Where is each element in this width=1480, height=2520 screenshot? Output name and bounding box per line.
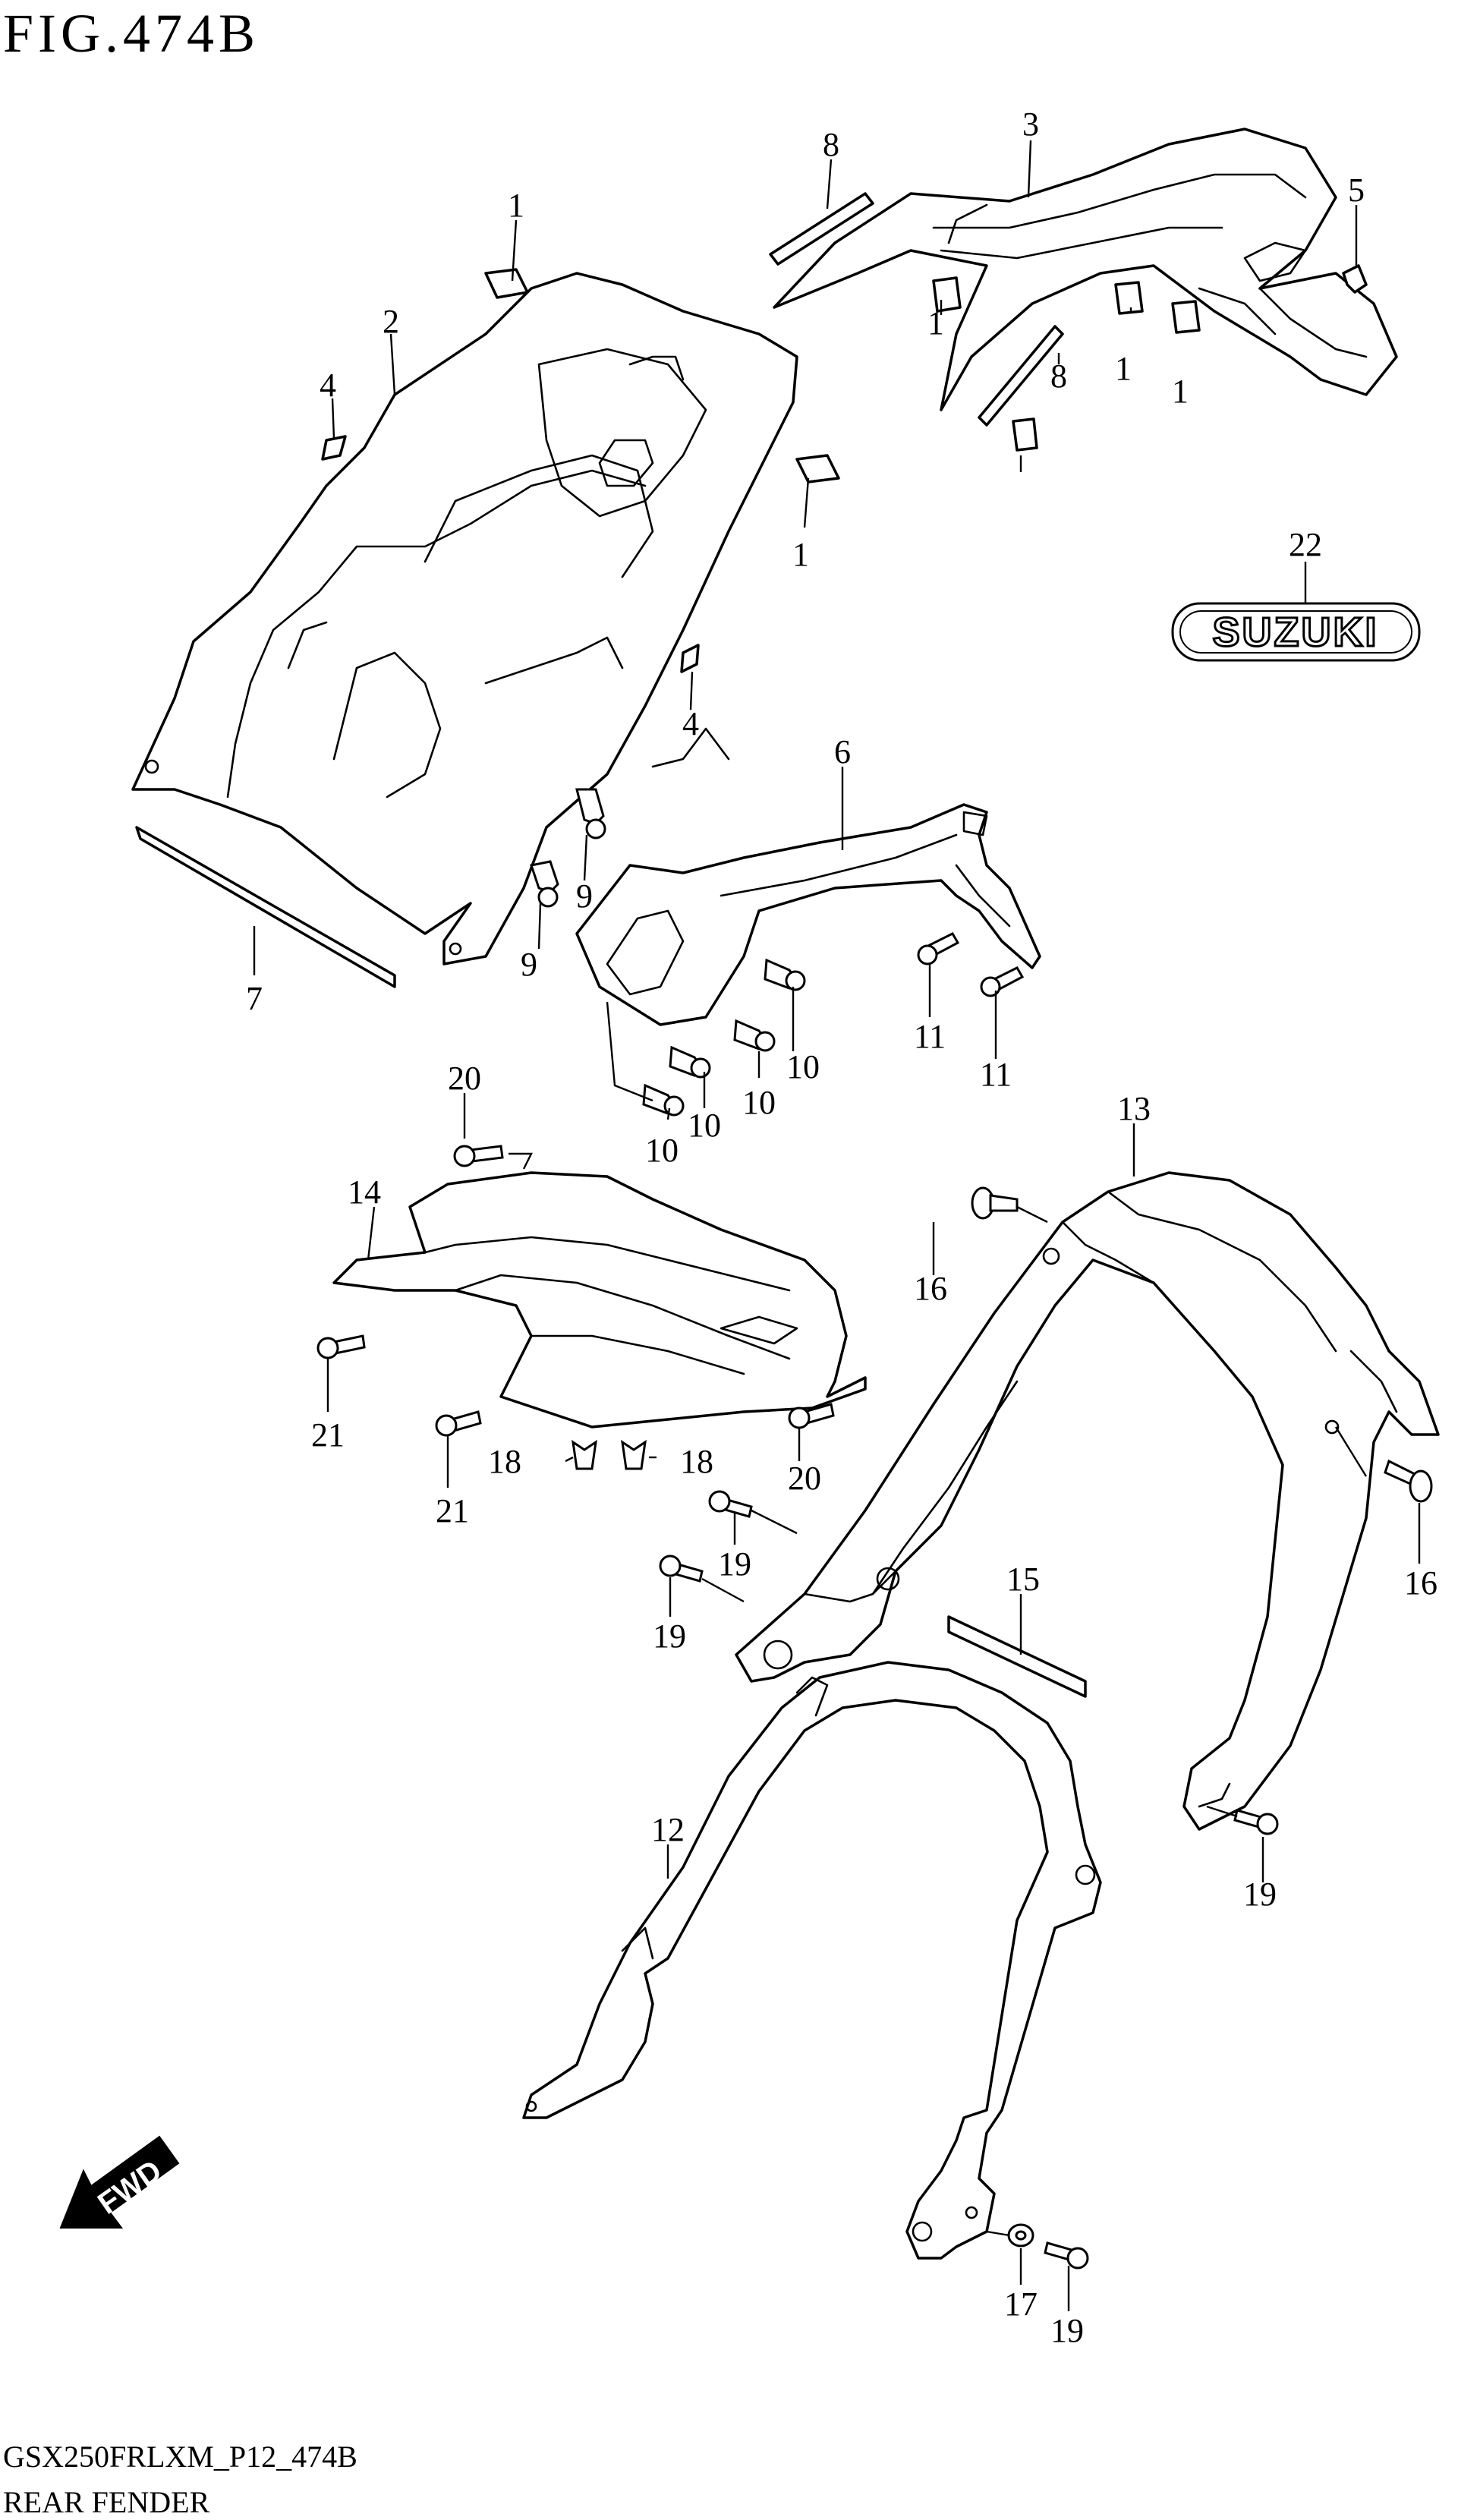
part-nut-1a (484, 268, 529, 299)
callout-21: 21 (436, 1492, 469, 1529)
callout-10: 10 (786, 1048, 820, 1085)
callout-12: 12 (651, 1811, 685, 1848)
part-clip-18a (572, 1439, 597, 1470)
callout-3: 3 (1022, 106, 1039, 143)
callout-1: 1 (1115, 350, 1132, 387)
callout-20: 20 (788, 1460, 821, 1497)
callout-9: 9 (521, 946, 537, 983)
part-rear-fender-lower (332, 1171, 867, 1429)
callout-6: 6 (834, 733, 851, 770)
callout-22: 22 (1289, 526, 1322, 563)
part-bolt-16b (1384, 1459, 1433, 1503)
part-nut-1f (1012, 417, 1038, 452)
part-nut-1b (795, 454, 840, 484)
leader-20a-detail (509, 1152, 533, 1170)
part-grab-rail (522, 1661, 1102, 2260)
callout-5: 5 (1348, 172, 1365, 209)
part-strip-8b (978, 325, 1064, 427)
callout-10: 10 (742, 1084, 776, 1121)
model-code: GSX250FRLXM_P12_474B (3, 2440, 357, 2474)
callout-15: 15 (1006, 1561, 1040, 1598)
suzuki-emblem-text: SUZUKI (1213, 610, 1379, 655)
part-bolt-10c (669, 1045, 711, 1079)
callout-18: 18 (488, 1443, 521, 1480)
callout-1: 1 (1172, 373, 1189, 410)
part-nut-1c (932, 276, 962, 313)
callout-11: 11 (980, 1056, 1012, 1093)
callout-10: 10 (645, 1132, 679, 1169)
callout-18: 18 (680, 1443, 713, 1480)
callout-16: 16 (1404, 1564, 1437, 1602)
leader-lines (253, 140, 1421, 2311)
part-washer-17 (1007, 2223, 1034, 2248)
part-clip-18b (621, 1439, 647, 1470)
callout-4: 4 (682, 705, 699, 742)
part-bolt-10a (764, 958, 806, 991)
part-bolt-9b (530, 860, 559, 908)
part-bolt-9a (575, 788, 606, 839)
part-bolt-19c (1233, 1809, 1279, 1835)
callout-10: 10 (688, 1107, 721, 1144)
callout-1: 1 (927, 304, 944, 342)
callout-2: 2 (383, 303, 399, 340)
part-bolt-10b (733, 1019, 776, 1052)
callout-9: 9 (576, 877, 593, 915)
part-bolt-19a (708, 1490, 753, 1518)
callout-8: 8 (823, 126, 839, 163)
callout-11: 11 (914, 1018, 946, 1055)
callout-16: 16 (914, 1270, 947, 1307)
part-bolt-20b (788, 1403, 835, 1429)
part-nut-1d (1114, 281, 1144, 315)
part-strip-15 (947, 1615, 1087, 1698)
suzuki-emblem: SUZUKI (1171, 602, 1421, 662)
callout-19: 19 (653, 1618, 686, 1655)
part-clip-5 (1342, 264, 1368, 294)
callout-21: 21 (311, 1416, 345, 1454)
callout-7: 7 (246, 980, 263, 1017)
section-name: REAR FENDER (3, 2485, 210, 2519)
part-rear-fender-inner (131, 272, 798, 965)
part-bolt-19d (1044, 2241, 1089, 2270)
callout-19: 19 (718, 1545, 751, 1583)
callout-19: 19 (1050, 2312, 1084, 2349)
part-license-bracket (575, 803, 1041, 1026)
callout-1: 1 (508, 187, 524, 224)
part-bolt-20a (453, 1145, 504, 1167)
part-bolt-11a (917, 932, 960, 965)
part-grab-rail-cover (735, 1171, 1440, 1831)
part-rear-cover (773, 128, 1398, 411)
callout-19: 19 (1243, 1876, 1277, 1913)
figure-title: FIG.474B (3, 3, 260, 64)
fwd-arrow: FWD (59, 2135, 180, 2229)
part-fender-strip (135, 826, 396, 988)
callout-labels: 1 1 1 1 1 2 3 4 4 5 6 7 8 8 9 9 10 10 10… (246, 106, 1437, 2349)
callout-4: 4 (320, 367, 336, 404)
part-cushion-4a (321, 435, 347, 461)
callout-13: 13 (1117, 1090, 1151, 1127)
callout-17: 17 (1004, 2285, 1038, 2323)
callout-8: 8 (1050, 358, 1067, 395)
part-bolt-21a (316, 1334, 366, 1359)
part-cushion-4b (680, 644, 700, 673)
callout-1: 1 (792, 536, 809, 573)
callout-14: 14 (348, 1173, 381, 1211)
part-bolt-16a (971, 1186, 1019, 1220)
part-bolt-21b (435, 1410, 482, 1437)
callout-20: 20 (448, 1060, 481, 1097)
part-bolt-11b (980, 966, 1025, 997)
part-strip-8a (769, 192, 874, 266)
part-bolt-19b (659, 1555, 704, 1583)
part-nut-1e (1171, 300, 1201, 334)
